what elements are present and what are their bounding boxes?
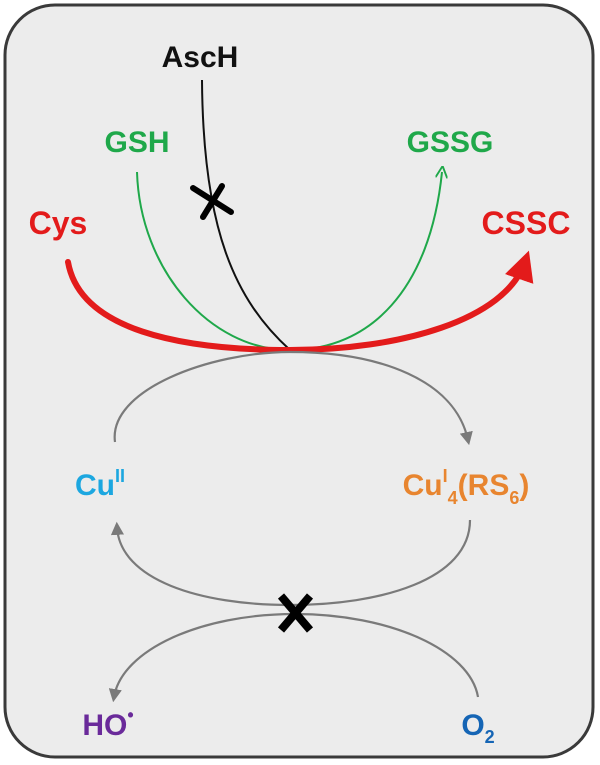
label-copper-ii: CuII [75,466,125,502]
label-oxygen: O2 [461,709,494,747]
cross-mark-icon [190,183,234,220]
panel-background [3,3,595,759]
label-ascorbate: AscH [162,41,239,74]
label-glutathione-disulfide: GSSG [407,126,494,159]
label-cysteine: Cys [29,205,88,241]
label-copper-i-complex: CuI4(RS6) [403,466,530,508]
label-glutathione: GSH [104,126,169,159]
cross-mark-icon [277,593,314,633]
label-cystine: CSSC [482,205,571,241]
ascorbate-arrow [201,79,291,351]
cysteine-arrow [65,250,534,354]
label-hydroxyl-radical: HO• [82,705,133,742]
oxidation-cycle-arrow [113,350,473,446]
